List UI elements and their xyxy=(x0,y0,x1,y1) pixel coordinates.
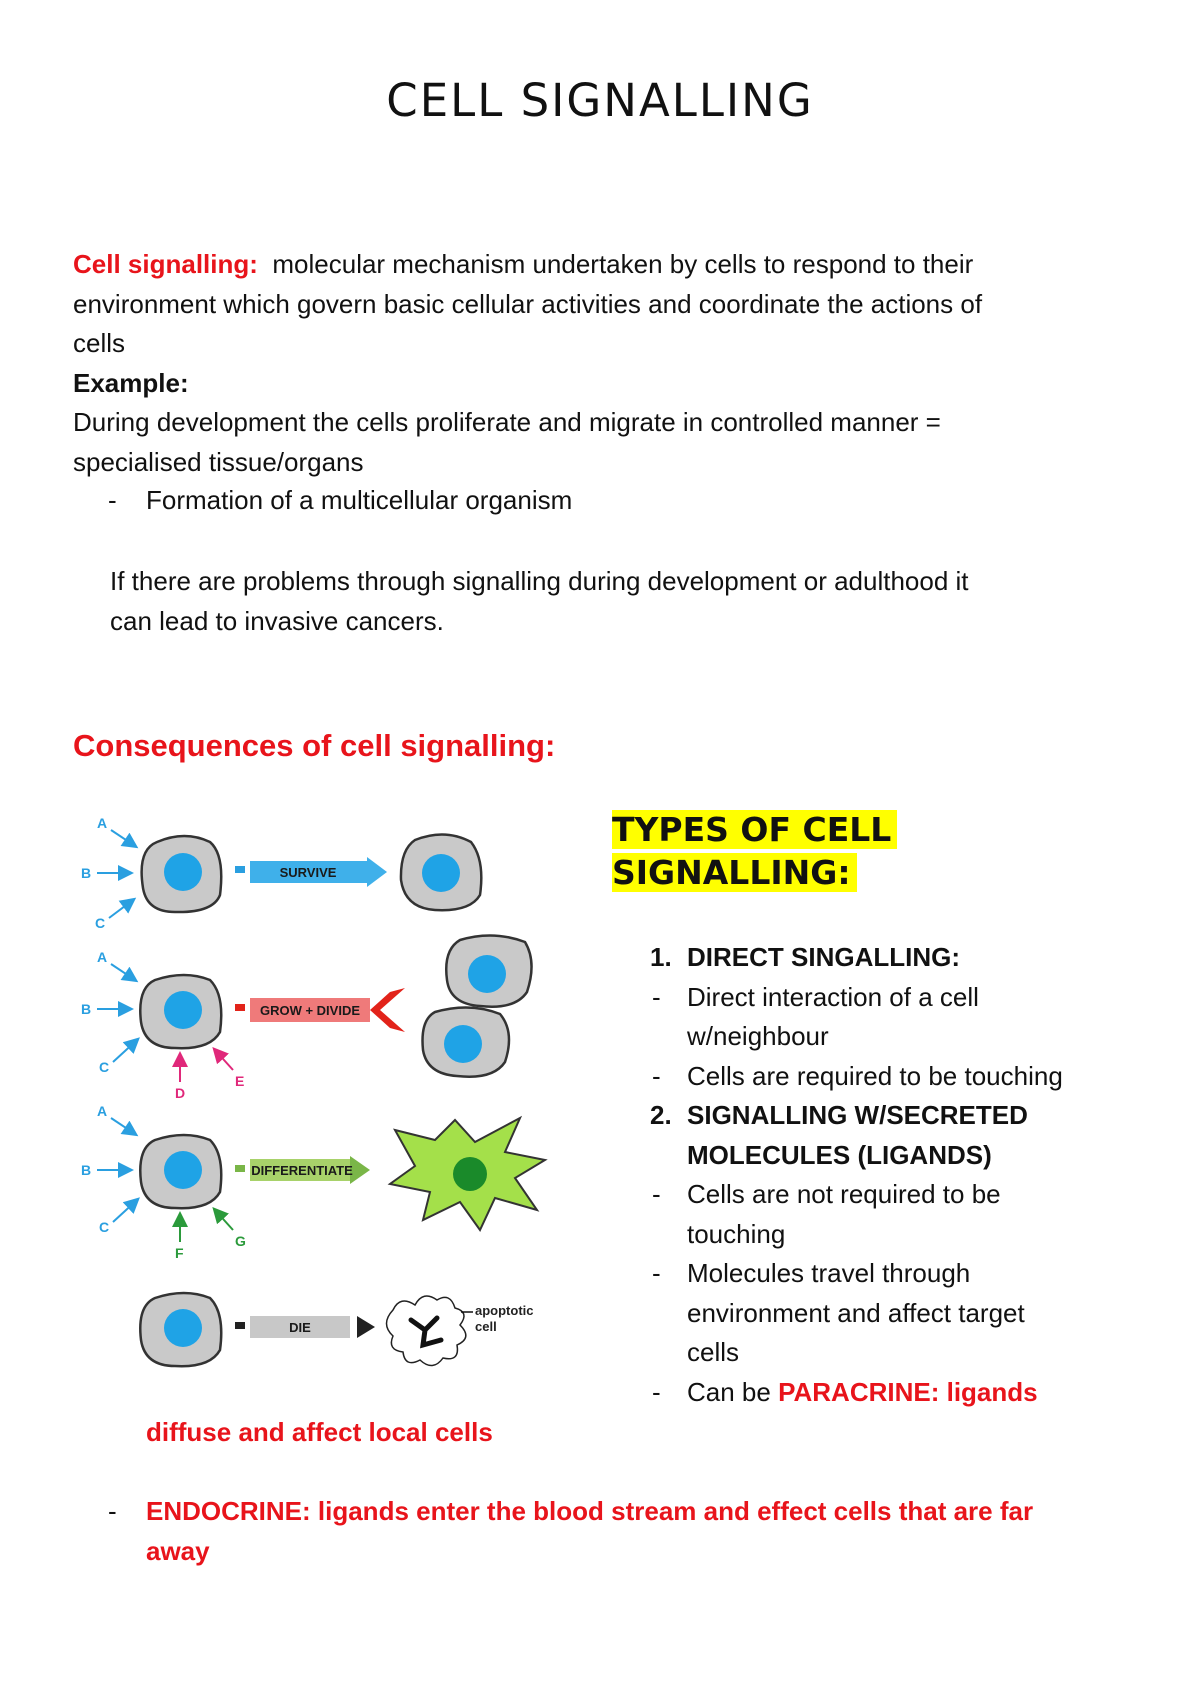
differentiate-label: DIFFERENTIATE xyxy=(251,1163,353,1178)
survive-arrow xyxy=(250,861,367,883)
die-label: DIE xyxy=(289,1320,311,1335)
endocrine-bullet: - ENDOCRINE: ligands enter the blood str… xyxy=(108,1492,1170,1571)
signal-letter-c2: C xyxy=(99,1059,109,1075)
signal-letter-a2: A xyxy=(97,949,107,965)
split-arrow xyxy=(370,988,405,1032)
definition-paragraph: Cell signalling: molecular mechanism und… xyxy=(73,245,1153,482)
endocrine-dash: - xyxy=(108,1496,117,1526)
row-survive: A B C SURVIVE xyxy=(81,815,483,931)
signal-letter-g: G xyxy=(235,1233,246,1249)
item2-bullet2-line1: Molecules travel through xyxy=(687,1258,971,1288)
definition-line-1: molecular mechanism undertaken by cells … xyxy=(272,249,974,279)
example-line-2: specialised tissue/organs xyxy=(73,446,364,477)
types-title-line-2: SIGNALLING: xyxy=(612,853,857,892)
example-bullet-text: Formation of a multicellular organism xyxy=(146,485,573,515)
row-die: DIE apoptotic cell xyxy=(139,1291,534,1368)
item1-title: DIRECT SINGALLING: xyxy=(687,942,960,972)
survive-label: SURVIVE xyxy=(280,865,337,880)
signal-letter-b2: B xyxy=(81,1001,91,1017)
signal-letter-e: E xyxy=(235,1073,244,1089)
bullet-dash: - xyxy=(108,485,117,515)
note-line-2: can lead to invasive cancers. xyxy=(110,605,444,636)
example-bullet: - Formation of a multicellular organism xyxy=(108,481,1110,521)
item1-bullet1-line2: w/neighbour xyxy=(687,1021,829,1051)
die-arrow xyxy=(250,1316,350,1338)
definition-term: Cell signalling: xyxy=(73,249,258,279)
row-grow-divide: A B C D E GROW + DIVIDE xyxy=(81,934,533,1101)
consequences-heading: Consequences of cell signalling: xyxy=(73,728,556,763)
types-title-line-1: TYPES OF CELL xyxy=(612,810,898,849)
item1-bullet1-dash: - xyxy=(652,982,661,1012)
definition-line-3: cells xyxy=(73,328,126,358)
signal-letter-b3: B xyxy=(81,1162,91,1178)
item2-title-line2: MOLECULES (LIGANDS) xyxy=(687,1140,992,1170)
item2-bullet2-line3: cells xyxy=(687,1337,740,1367)
differentiate-arrow xyxy=(250,1159,350,1181)
item1-bullet2-dash: - xyxy=(652,1061,661,1091)
signal-letter-a: A xyxy=(97,815,107,831)
item2-number: 2. xyxy=(650,1100,672,1130)
grow-divide-label: GROW + DIVIDE xyxy=(260,1003,360,1018)
item2-bullet3-prefix: Can be xyxy=(687,1377,779,1407)
endocrine-line-2: away xyxy=(146,1535,210,1566)
cell-fate-diagram: A B C SURVIVE A B C D E GROW + DIVIDE xyxy=(81,815,548,1368)
item2-bullet1-line2: touching xyxy=(687,1219,786,1249)
item2-bullet2-line2: environment and affect target xyxy=(687,1298,1025,1328)
item2-bullet1-dash: - xyxy=(652,1179,661,1209)
types-list: 1. DIRECT SINGALLING: - Direct interacti… xyxy=(650,938,1170,1378)
apoptotic-label-1: apoptotic xyxy=(475,1303,534,1318)
paracrine-continuation: diffuse and affect local cells xyxy=(146,1417,493,1447)
note-line-1: If there are problems through signalling… xyxy=(110,566,969,596)
signal-letter-a3: A xyxy=(97,1103,107,1119)
grow-divide-arrow xyxy=(250,998,370,1022)
types-title: TYPES OF CELL SIGNALLING: xyxy=(612,808,898,894)
definition-line-2: environment which govern basic cellular … xyxy=(73,288,983,319)
example-note: If there are problems through signalling… xyxy=(110,562,1170,641)
item1-number: 1. xyxy=(650,942,672,972)
signal-letter-f: F xyxy=(175,1245,184,1261)
item1-bullet1-line1: Direct interaction of a cell xyxy=(687,982,979,1012)
endocrine-line-1: ENDOCRINE: ligands enter the blood strea… xyxy=(146,1496,1034,1526)
differentiated-nucleus xyxy=(453,1157,487,1191)
apoptotic-label-2: cell xyxy=(475,1319,497,1334)
example-line-1: During development the cells proliferate… xyxy=(73,407,941,437)
page-title: CELL SIGNALLING xyxy=(386,74,814,127)
item2-bullet2-dash: - xyxy=(652,1258,661,1288)
signal-letter-c: C xyxy=(95,915,105,931)
signal-letter-b: B xyxy=(81,865,91,881)
nucleus xyxy=(164,853,202,891)
item1-bullet2: Cells are required to be touching xyxy=(687,1061,1063,1091)
signal-letter-d: D xyxy=(175,1085,185,1101)
paracrine-term: PARACRINE: ligands xyxy=(778,1377,1038,1407)
item2-bullet1-line1: Cells are not required to be xyxy=(687,1179,1001,1209)
signal-letter-c3: C xyxy=(99,1219,109,1235)
item2-title-line1: SIGNALLING W/SECRETED xyxy=(687,1100,1028,1130)
item2-bullet3-dash: - xyxy=(652,1377,661,1407)
example-label: Example: xyxy=(73,367,189,398)
row-differentiate: A B C F G DIFFERENTIATE xyxy=(81,1103,548,1261)
